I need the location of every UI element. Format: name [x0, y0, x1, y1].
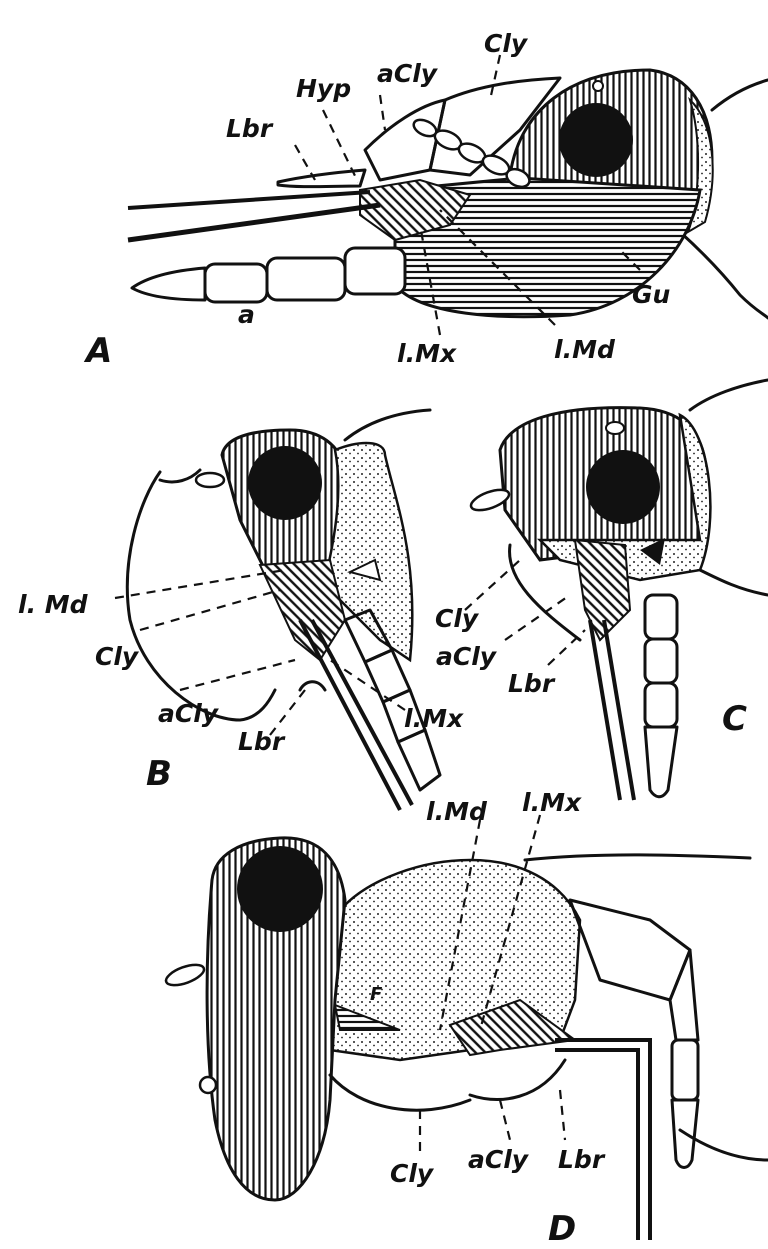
label-c-cly: Cly	[435, 604, 480, 633]
panel-c-thorax-top	[690, 380, 768, 410]
panel-a-neck-outline	[680, 232, 768, 318]
label-b-lmd: l. Md	[18, 590, 89, 619]
panel-c-stylet-2	[604, 620, 634, 800]
panel-a-labrum	[278, 170, 365, 187]
panel-d-drawing	[163, 815, 768, 1240]
label-b-lmx: l.Mx	[404, 704, 464, 733]
label-c-lbr: Lbr	[508, 669, 556, 698]
label-a-gu: Gu	[632, 280, 671, 309]
label-a-cly: Cly	[484, 29, 529, 58]
panel-a-anteclypeus	[365, 100, 445, 180]
panel-c-labium	[645, 595, 677, 797]
label-d-lmd: l.Md	[426, 797, 488, 826]
label-b-acly: aCly	[158, 699, 220, 728]
panel-a-labium	[132, 248, 405, 302]
label-d-cly: Cly	[390, 1159, 435, 1188]
panel-d-antenna	[163, 961, 206, 990]
label-d-f: F	[370, 984, 383, 1005]
panel-d-compound-eye	[237, 846, 323, 932]
panel-a-thorax-outline	[712, 80, 768, 110]
label-d-acly: aCly	[468, 1145, 530, 1174]
label-a-a: a	[238, 300, 255, 329]
label-d-lmx: l.Mx	[522, 788, 582, 817]
panel-label-b: B	[146, 754, 172, 794]
panel-d-labium	[570, 900, 698, 1168]
label-b-lbr: Lbr	[238, 727, 286, 756]
label-a-lmd: l.Md	[554, 335, 616, 364]
panel-a-compound-eye	[559, 103, 633, 177]
panel-b-compound-eye	[248, 446, 322, 520]
panel-b-mandibular-plate	[260, 560, 345, 660]
panel-d-anteclypeus-outline	[470, 1060, 565, 1099]
panel-c-ocellus	[606, 422, 624, 434]
panel-d-clypeus-outline	[330, 1075, 470, 1110]
panel-label-c: C	[722, 699, 747, 739]
label-c-acly: aCly	[436, 642, 498, 671]
panel-a-ocellus	[593, 81, 603, 91]
label-a-acly: aCly	[377, 59, 439, 88]
label-a-hyp: Hyp	[296, 74, 351, 103]
label-d-lbr: Lbr	[558, 1145, 606, 1174]
panel-a-drawing	[128, 55, 768, 335]
label-a-lmx: l.Mx	[397, 339, 457, 368]
panel-b-labrum	[300, 682, 325, 690]
panel-b-stylet-1	[300, 620, 400, 810]
panel-c-thorax-bottom	[700, 570, 768, 595]
panel-a-stylet-mandible	[128, 192, 370, 208]
panel-label-a: A	[83, 331, 112, 371]
panel-d-ocellus	[200, 1077, 216, 1093]
label-a-lbr: Lbr	[226, 114, 274, 143]
panel-b-thorax-top	[345, 410, 430, 440]
panel-b-antenna-socket	[196, 473, 224, 487]
label-b-cly: Cly	[95, 642, 140, 671]
panel-d-thorax-top	[525, 855, 750, 860]
panel-c-mandibular-plate	[575, 540, 630, 640]
panel-c-compound-eye	[586, 450, 660, 524]
panel-b-antenna-outline	[160, 470, 200, 482]
panel-a-stylet-maxilla	[128, 205, 380, 240]
panel-label-d: D	[548, 1209, 576, 1249]
panel-c-stylet-1	[590, 620, 620, 800]
